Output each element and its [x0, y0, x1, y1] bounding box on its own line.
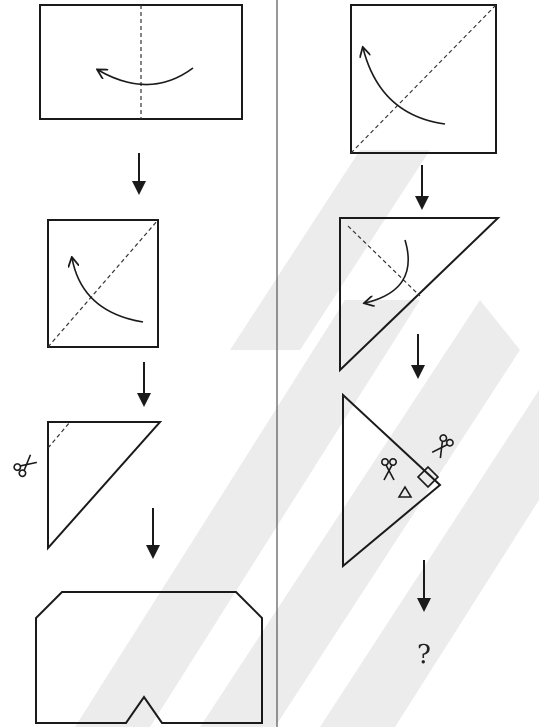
right-step-1-square [350, 4, 497, 154]
left-step-2-square [47, 219, 159, 348]
right-step-2-triangle [339, 217, 501, 373]
curved-arrow-icon [98, 67, 194, 86]
scissors-icon [13, 454, 38, 478]
curved-arrow-icon [363, 48, 446, 125]
square-icon [416, 465, 440, 489]
curved-arrow-icon [365, 239, 409, 303]
left-step-4-result-shape [35, 591, 263, 724]
right-step-3-triangle [342, 392, 454, 569]
watermark [75, 150, 539, 727]
curved-arrow-icon [72, 258, 144, 323]
scissors-icon [380, 458, 397, 481]
left-step-3-triangle [13, 421, 163, 551]
left-step-1-rectangle [39, 4, 243, 120]
scissors-icon [431, 434, 454, 459]
triangle-icon [397, 485, 413, 498]
question-mark: ? [417, 640, 431, 670]
